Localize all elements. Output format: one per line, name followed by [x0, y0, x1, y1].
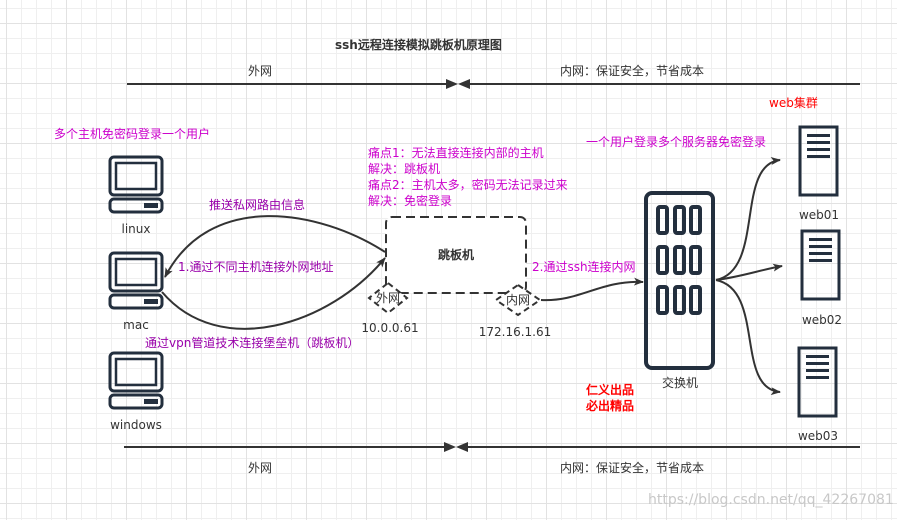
jump-host-box[interactable]	[385, 216, 527, 294]
bottom-zone-divider	[124, 442, 860, 452]
multi-host-note: 多个主机免密码登录一个用户	[54, 127, 211, 141]
switch-label: 交换机	[661, 376, 699, 390]
top-zone-divider	[127, 79, 860, 89]
server-label-web02: web02	[801, 313, 843, 327]
top-outer-arrow-icon	[446, 79, 458, 89]
server-icon[interactable]	[800, 229, 841, 301]
step1-note: 1.通过不同主机连接外网地址	[178, 260, 334, 274]
jump-host-label: 跳板机	[437, 248, 475, 262]
bottom-inner-zone-label: 内网：保证安全，节省成本	[560, 461, 705, 475]
switch-web03-connector	[715, 279, 781, 396]
bottom-outer-zone-label: 外网	[248, 461, 273, 475]
top-inner-zone-label: 内网：保证安全，节省成本	[560, 64, 705, 78]
inner-port-diamond[interactable]	[494, 283, 542, 317]
client-label-mac: mac	[123, 318, 149, 332]
pain-points-note: 痛点1：无法直接连接内部的主机 解决：跳板机 痛点2：主机太多，密码无法记录过来…	[368, 146, 568, 208]
vpn-note: 通过vpn管道技术连接堡垒机（跳板机）	[145, 336, 360, 350]
ssh-connector	[540, 277, 644, 302]
outer-port-label: 外网	[375, 291, 401, 305]
diagram-title: ssh远程连接模拟跳板机原理图	[335, 38, 502, 52]
inner-port-ip: 172.16.1.61	[478, 325, 552, 339]
switch-icon[interactable]	[644, 191, 715, 370]
top-inner-arrow-icon	[458, 79, 470, 89]
bottom-outer-arrow-icon	[444, 442, 456, 452]
server-label-web03: web03	[797, 429, 839, 443]
computer-icon[interactable]	[108, 155, 164, 214]
server-icon[interactable]	[797, 346, 838, 418]
vpn-connector	[161, 257, 386, 330]
watermark: https://blog.csdn.net/qq_42267081	[648, 492, 894, 508]
computer-icon[interactable]	[108, 351, 164, 410]
route-push-connector	[164, 215, 386, 278]
outer-port-ip: 10.0.0.61	[361, 321, 419, 335]
client-label-windows: windows	[110, 418, 162, 432]
client-label-linux: linux	[121, 222, 151, 236]
computer-icon[interactable]	[108, 251, 164, 310]
slogan: 仁义出品 必出精品	[586, 383, 635, 413]
server-icon[interactable]	[798, 125, 839, 197]
top-outer-zone-label: 外网	[248, 64, 273, 78]
step2-note: 2.通过ssh连接内网	[532, 260, 636, 274]
web-cluster-label: web集群	[769, 96, 818, 110]
inner-port-label: 内网	[505, 293, 531, 307]
outer-port-diamond[interactable]	[367, 281, 409, 315]
server-label-web01: web01	[798, 208, 840, 222]
switch-web01-connector	[715, 157, 781, 281]
bottom-inner-arrow-icon	[456, 442, 468, 452]
push-route-note: 推送私网路由信息	[209, 198, 306, 212]
one-user-multi-server-note: 一个用户登录多个服务器免密登录	[586, 135, 767, 149]
switch-web02-connector	[715, 263, 783, 281]
